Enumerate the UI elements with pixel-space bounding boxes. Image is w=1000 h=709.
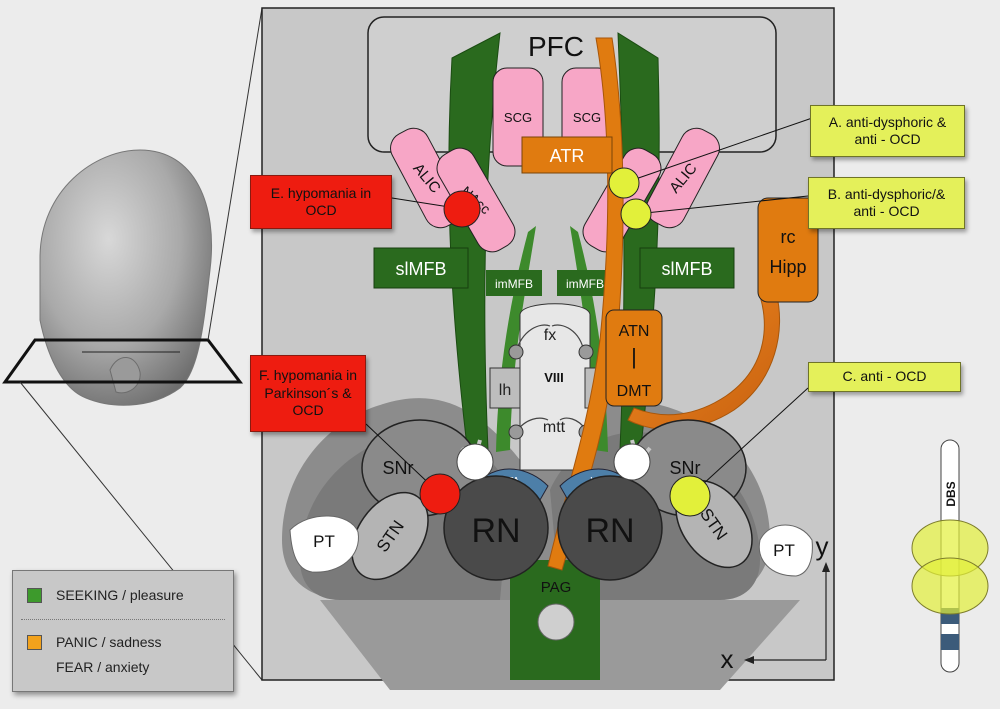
legend-orange-swatch	[27, 634, 42, 650]
legend-panic-label: PANIC / sadness	[56, 634, 162, 650]
callout-f: F. hypomania in Parkinson´s & OCD	[250, 355, 366, 432]
region-pt-left	[289, 515, 359, 573]
region-atr	[521, 136, 613, 174]
scg-left-label: SCG	[504, 110, 532, 125]
immfb-right-box	[557, 270, 613, 296]
scg-right-label: SCG	[573, 110, 601, 125]
snr-left-label: SNr	[383, 458, 414, 478]
axis-y-label: y	[816, 531, 829, 561]
region-pt-right	[758, 524, 813, 577]
rc-hipp-line2: Hipp	[769, 257, 806, 277]
pfc-label: PFC	[528, 31, 584, 62]
immfb-right-label: imMFB	[566, 277, 604, 291]
pt-right-label: PT	[773, 541, 795, 560]
atn-bar: |	[631, 344, 637, 369]
rn-left-label: RN	[471, 512, 520, 550]
fx-label: fx	[544, 327, 556, 344]
legend-seeking-row: SEEKING / pleasure	[27, 587, 184, 603]
pt-left-label: PT	[313, 532, 335, 551]
head-model	[39, 149, 213, 406]
pag-circle	[537, 603, 575, 641]
snr-right-label: SNr	[670, 458, 701, 478]
target-f-red	[419, 473, 461, 515]
axis-indicator	[744, 562, 830, 664]
axial-plane	[2, 338, 244, 384]
dmt-label: DMT	[617, 383, 652, 400]
fornix-left-dot	[508, 344, 524, 360]
mtt-label: mtt	[543, 419, 566, 436]
rc-hipp-line1: rc	[781, 227, 796, 247]
target-a-yellow	[608, 167, 640, 199]
pag-label: PAG	[541, 579, 572, 596]
atn-label: ATN	[619, 323, 650, 340]
slmfb-right-label: slMFB	[662, 259, 713, 279]
leader-b	[635, 195, 809, 215]
leader-a	[623, 115, 819, 184]
legend-divider	[21, 619, 225, 620]
callout-a: A. anti-dysphoric & anti - OCD	[810, 105, 965, 157]
vta-white-right	[613, 443, 651, 481]
slmfb-left-box	[373, 247, 469, 289]
slmfb-right-box	[639, 247, 735, 289]
zoom-line-top	[207, 7, 263, 341]
vta-white-left	[456, 443, 494, 481]
legend-seeking-label: SEEKING / pleasure	[56, 587, 184, 603]
legend-fear-label: FEAR / anxiety	[56, 659, 150, 675]
rn-right-label: RN	[585, 512, 634, 550]
legend: SEEKING / pleasure PANIC / sadness FEAR …	[12, 570, 234, 692]
target-e-red	[443, 190, 481, 228]
callout-e: E. hypomania in OCD	[250, 175, 392, 229]
leader-c	[689, 387, 809, 497]
immfb-left-box	[486, 270, 542, 296]
viii-label: VIII	[544, 370, 564, 385]
dbs-electrode	[911, 439, 989, 673]
region-stn-left: STN	[351, 491, 429, 581]
region-rn-left	[443, 475, 549, 581]
target-c-yellow	[669, 475, 711, 517]
region-lh-left	[489, 367, 521, 409]
callout-c: C. anti - OCD	[808, 362, 961, 392]
callout-b: B. anti-dysphoric/& anti - OCD	[808, 177, 965, 229]
slmfb-left-label: slMFB	[396, 259, 447, 279]
axis-x-label: x	[721, 644, 734, 674]
region-rn-right	[557, 475, 663, 581]
atr-pathway	[547, 37, 624, 571]
mtt-left-dot	[508, 424, 524, 440]
legend-panic-row: PANIC / sadness	[27, 634, 162, 650]
target-b-yellow	[620, 198, 652, 230]
atr-label: ATR	[550, 146, 585, 166]
region-atn-dmt	[605, 309, 663, 407]
legend-green-swatch	[27, 587, 42, 603]
lh-left-label: lh	[499, 382, 511, 399]
hipp-pathway	[627, 291, 781, 431]
fornix-right-dot	[578, 344, 594, 360]
dbs-label: DBS	[944, 481, 958, 506]
immfb-left-label: imMFB	[495, 277, 533, 291]
